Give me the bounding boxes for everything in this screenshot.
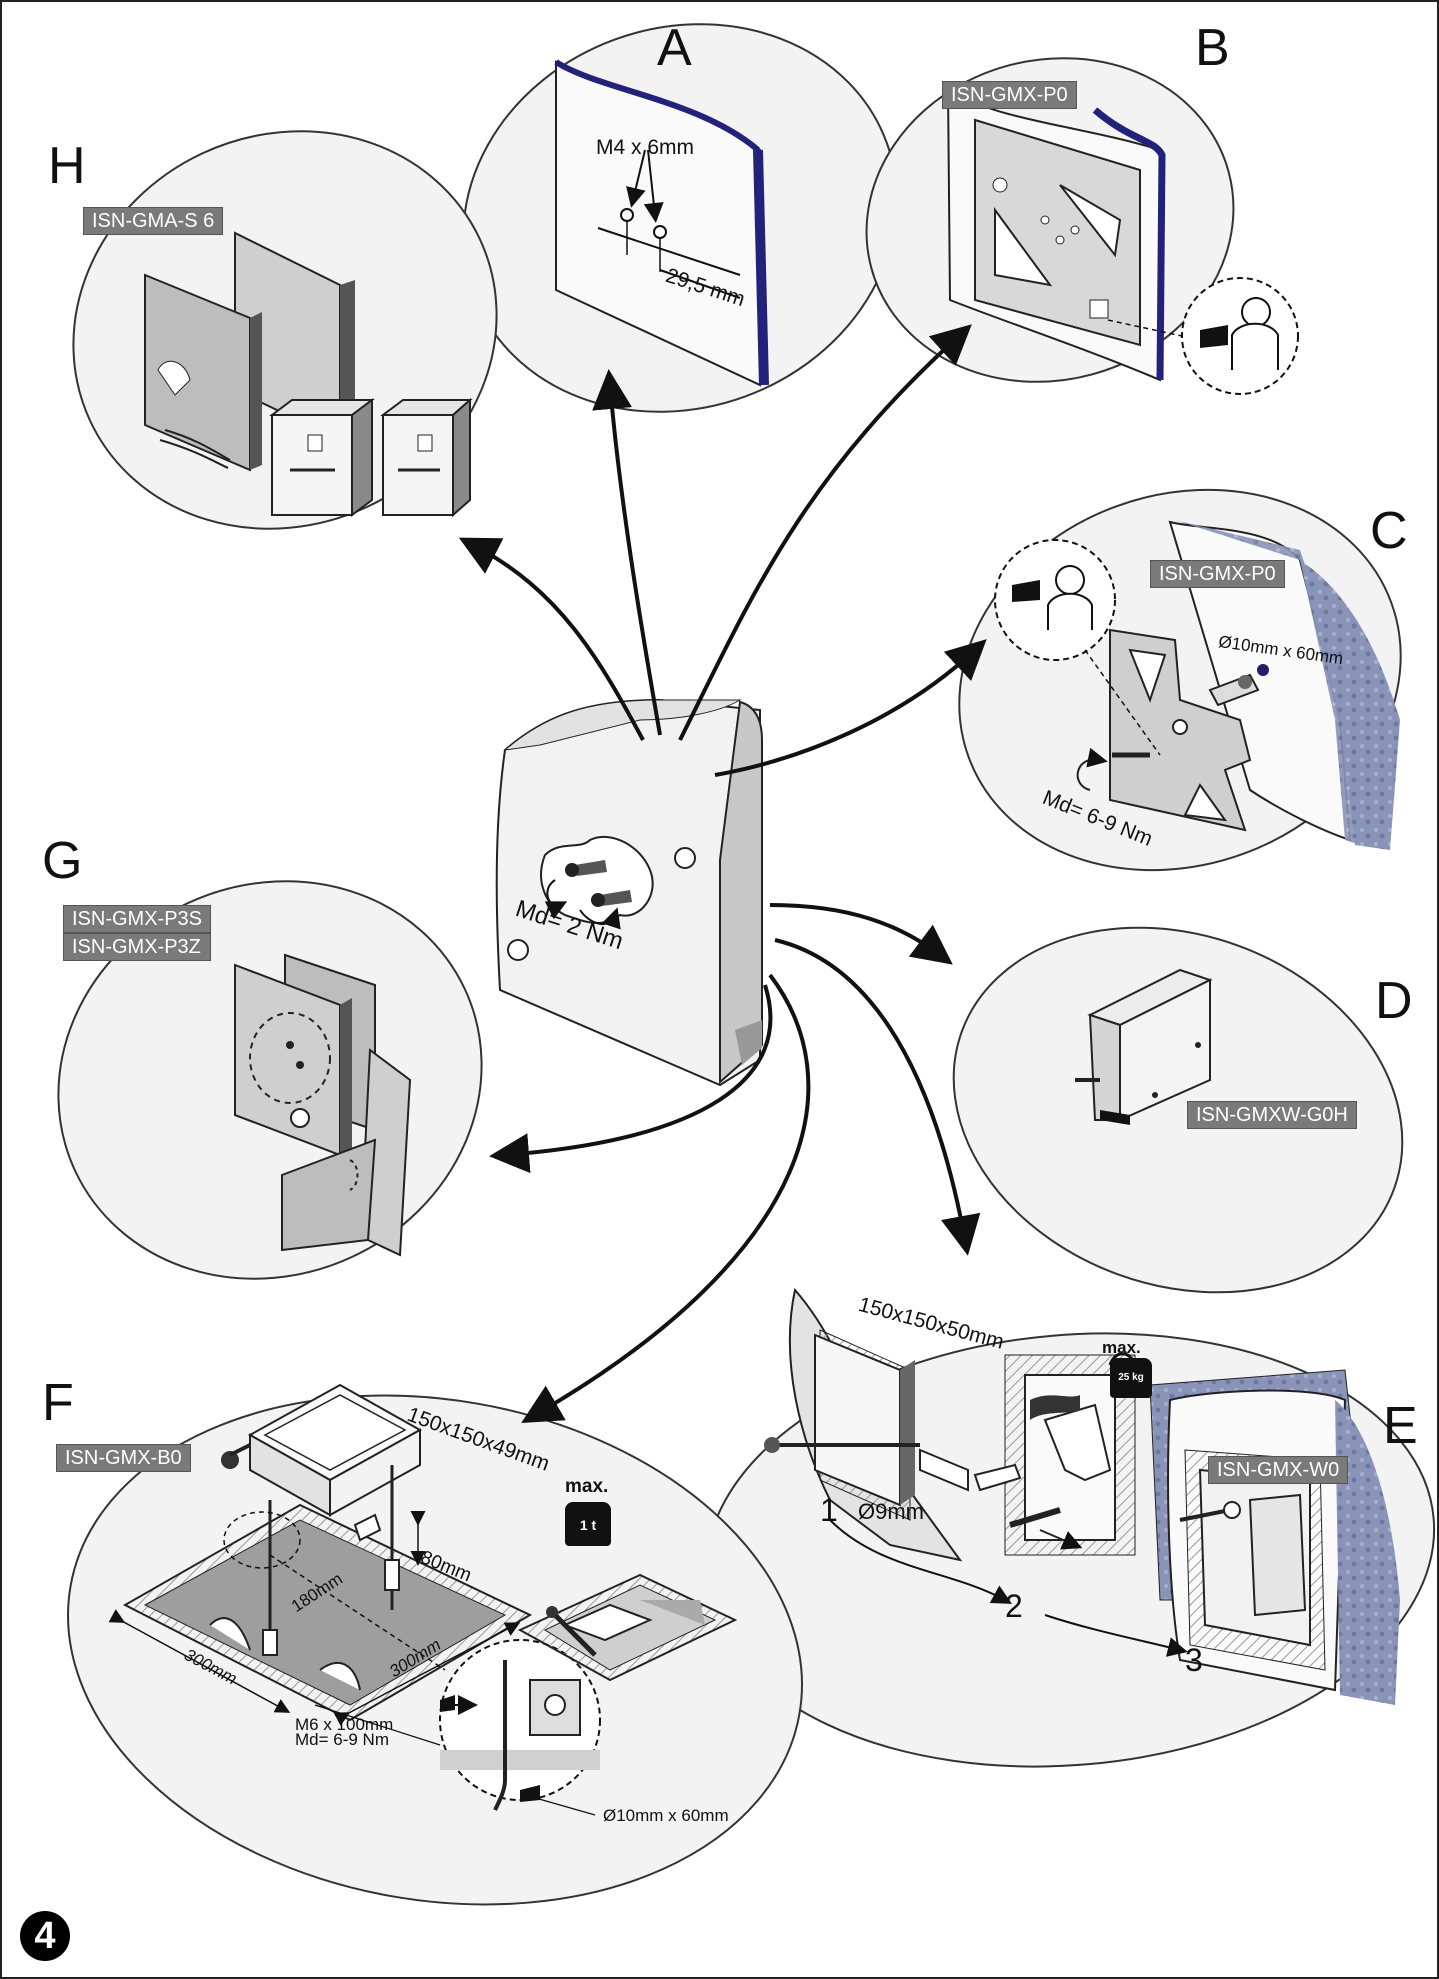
bolt-size-f: M6 x 100mm [295,1715,394,1734]
section-letter-f: F [42,1374,74,1432]
section-letter-b: B [1195,19,1230,77]
weight-icon-f: 1 t [565,1502,611,1546]
section-letter-c: C [1370,502,1408,560]
section-letter-a: A [657,19,692,77]
product-code-c: ISN-GMX-P0 [1150,560,1285,588]
max-label-e: max. [1102,1338,1141,1357]
weight-value-f: 1 t [579,1517,597,1533]
product-code-g1: ISN-GMX-P3S [63,905,212,933]
illustration-c [994,520,1400,850]
weight-icon-e: 25 kg [1110,1358,1152,1398]
step-2: 2 [1005,1588,1023,1624]
ellipse-d [952,926,1404,1294]
product-code-d: ISN-GMXW-G0H [1187,1101,1357,1129]
product-code-g2: ISN-GMX-P3Z [63,933,212,961]
step-1: 1 [820,1492,838,1528]
illustration-g [234,953,412,1257]
center-device [495,698,763,1087]
section-letter-e: E [1383,1397,1418,1455]
product-code-group-g: ISN-GMX-P3S ISN-GMX-P3Z [63,905,212,961]
section-letter-d: D [1375,972,1413,1030]
max-label-f: max. [565,1476,609,1497]
screw-size-a: M4 x 6mm [596,136,695,159]
illustration-d [1075,968,1213,1125]
section-letter-h: H [48,137,86,195]
weight-value-e: 25 kg [1118,1372,1144,1383]
step-3: 3 [1185,1642,1203,1678]
product-code-e: ISN-GMX-W0 [1208,1456,1349,1484]
section-letter-g: G [42,832,83,890]
product-code-h: ISN-GMA-S 6 [83,207,224,235]
page-number-badge: 4 [20,1911,70,1961]
illustration-h [144,231,473,518]
illustration-a [554,59,769,387]
anchor-size-f: Ø10mm x 60mm [603,1806,729,1825]
drill-e: Ø9mm [858,1499,924,1524]
product-code-f: ISN-GMX-B0 [56,1444,191,1472]
illustration-f [108,1383,738,1816]
torque-f: Md= 6-9 Nm [295,1730,389,1749]
illustration-b [946,85,1299,395]
connector-arrows [458,324,987,1424]
product-code-b: ISN-GMX-P0 [942,81,1077,109]
